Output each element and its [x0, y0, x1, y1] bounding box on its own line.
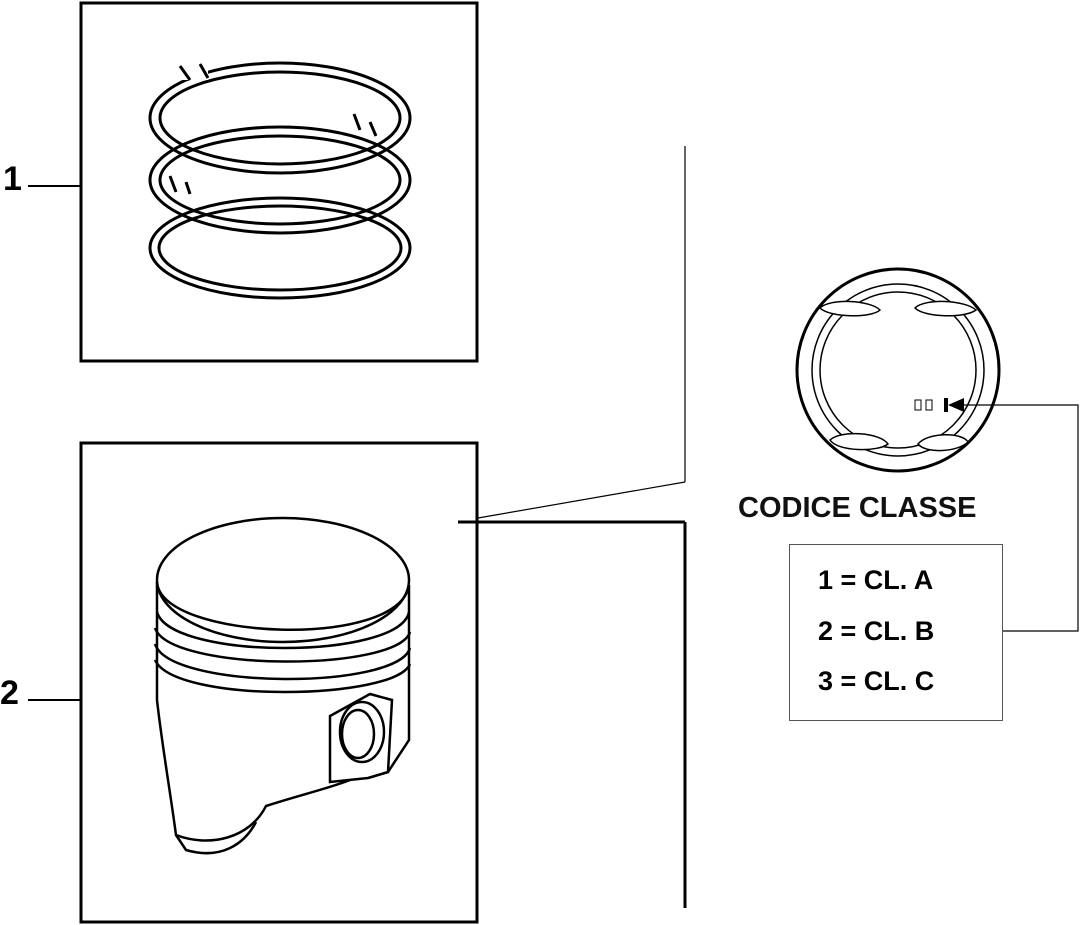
class-code-title: CODICE CLASSE: [738, 492, 977, 524]
callout-2: 2: [0, 674, 19, 712]
piston-rings-icon: [148, 61, 412, 300]
legend-row-class-c: 3 = CL. C: [818, 666, 935, 696]
class-code-legend: 1 = CL. A 2 = CL. B 3 = CL. C: [789, 544, 1003, 721]
callout-1: 1: [3, 160, 22, 198]
frame-piston-rings: [79, 1, 479, 363]
frame-piston: [79, 441, 479, 924]
detail-leader: [458, 146, 687, 908]
piston-icon: [153, 516, 412, 855]
piston-top-view-icon: [795, 267, 1001, 473]
legend-row-class-a: 1 = CL. A: [818, 565, 934, 595]
class-mark-leader: [964, 404, 1079, 632]
legend-row-class-b: 2 = CL. B: [818, 616, 935, 646]
